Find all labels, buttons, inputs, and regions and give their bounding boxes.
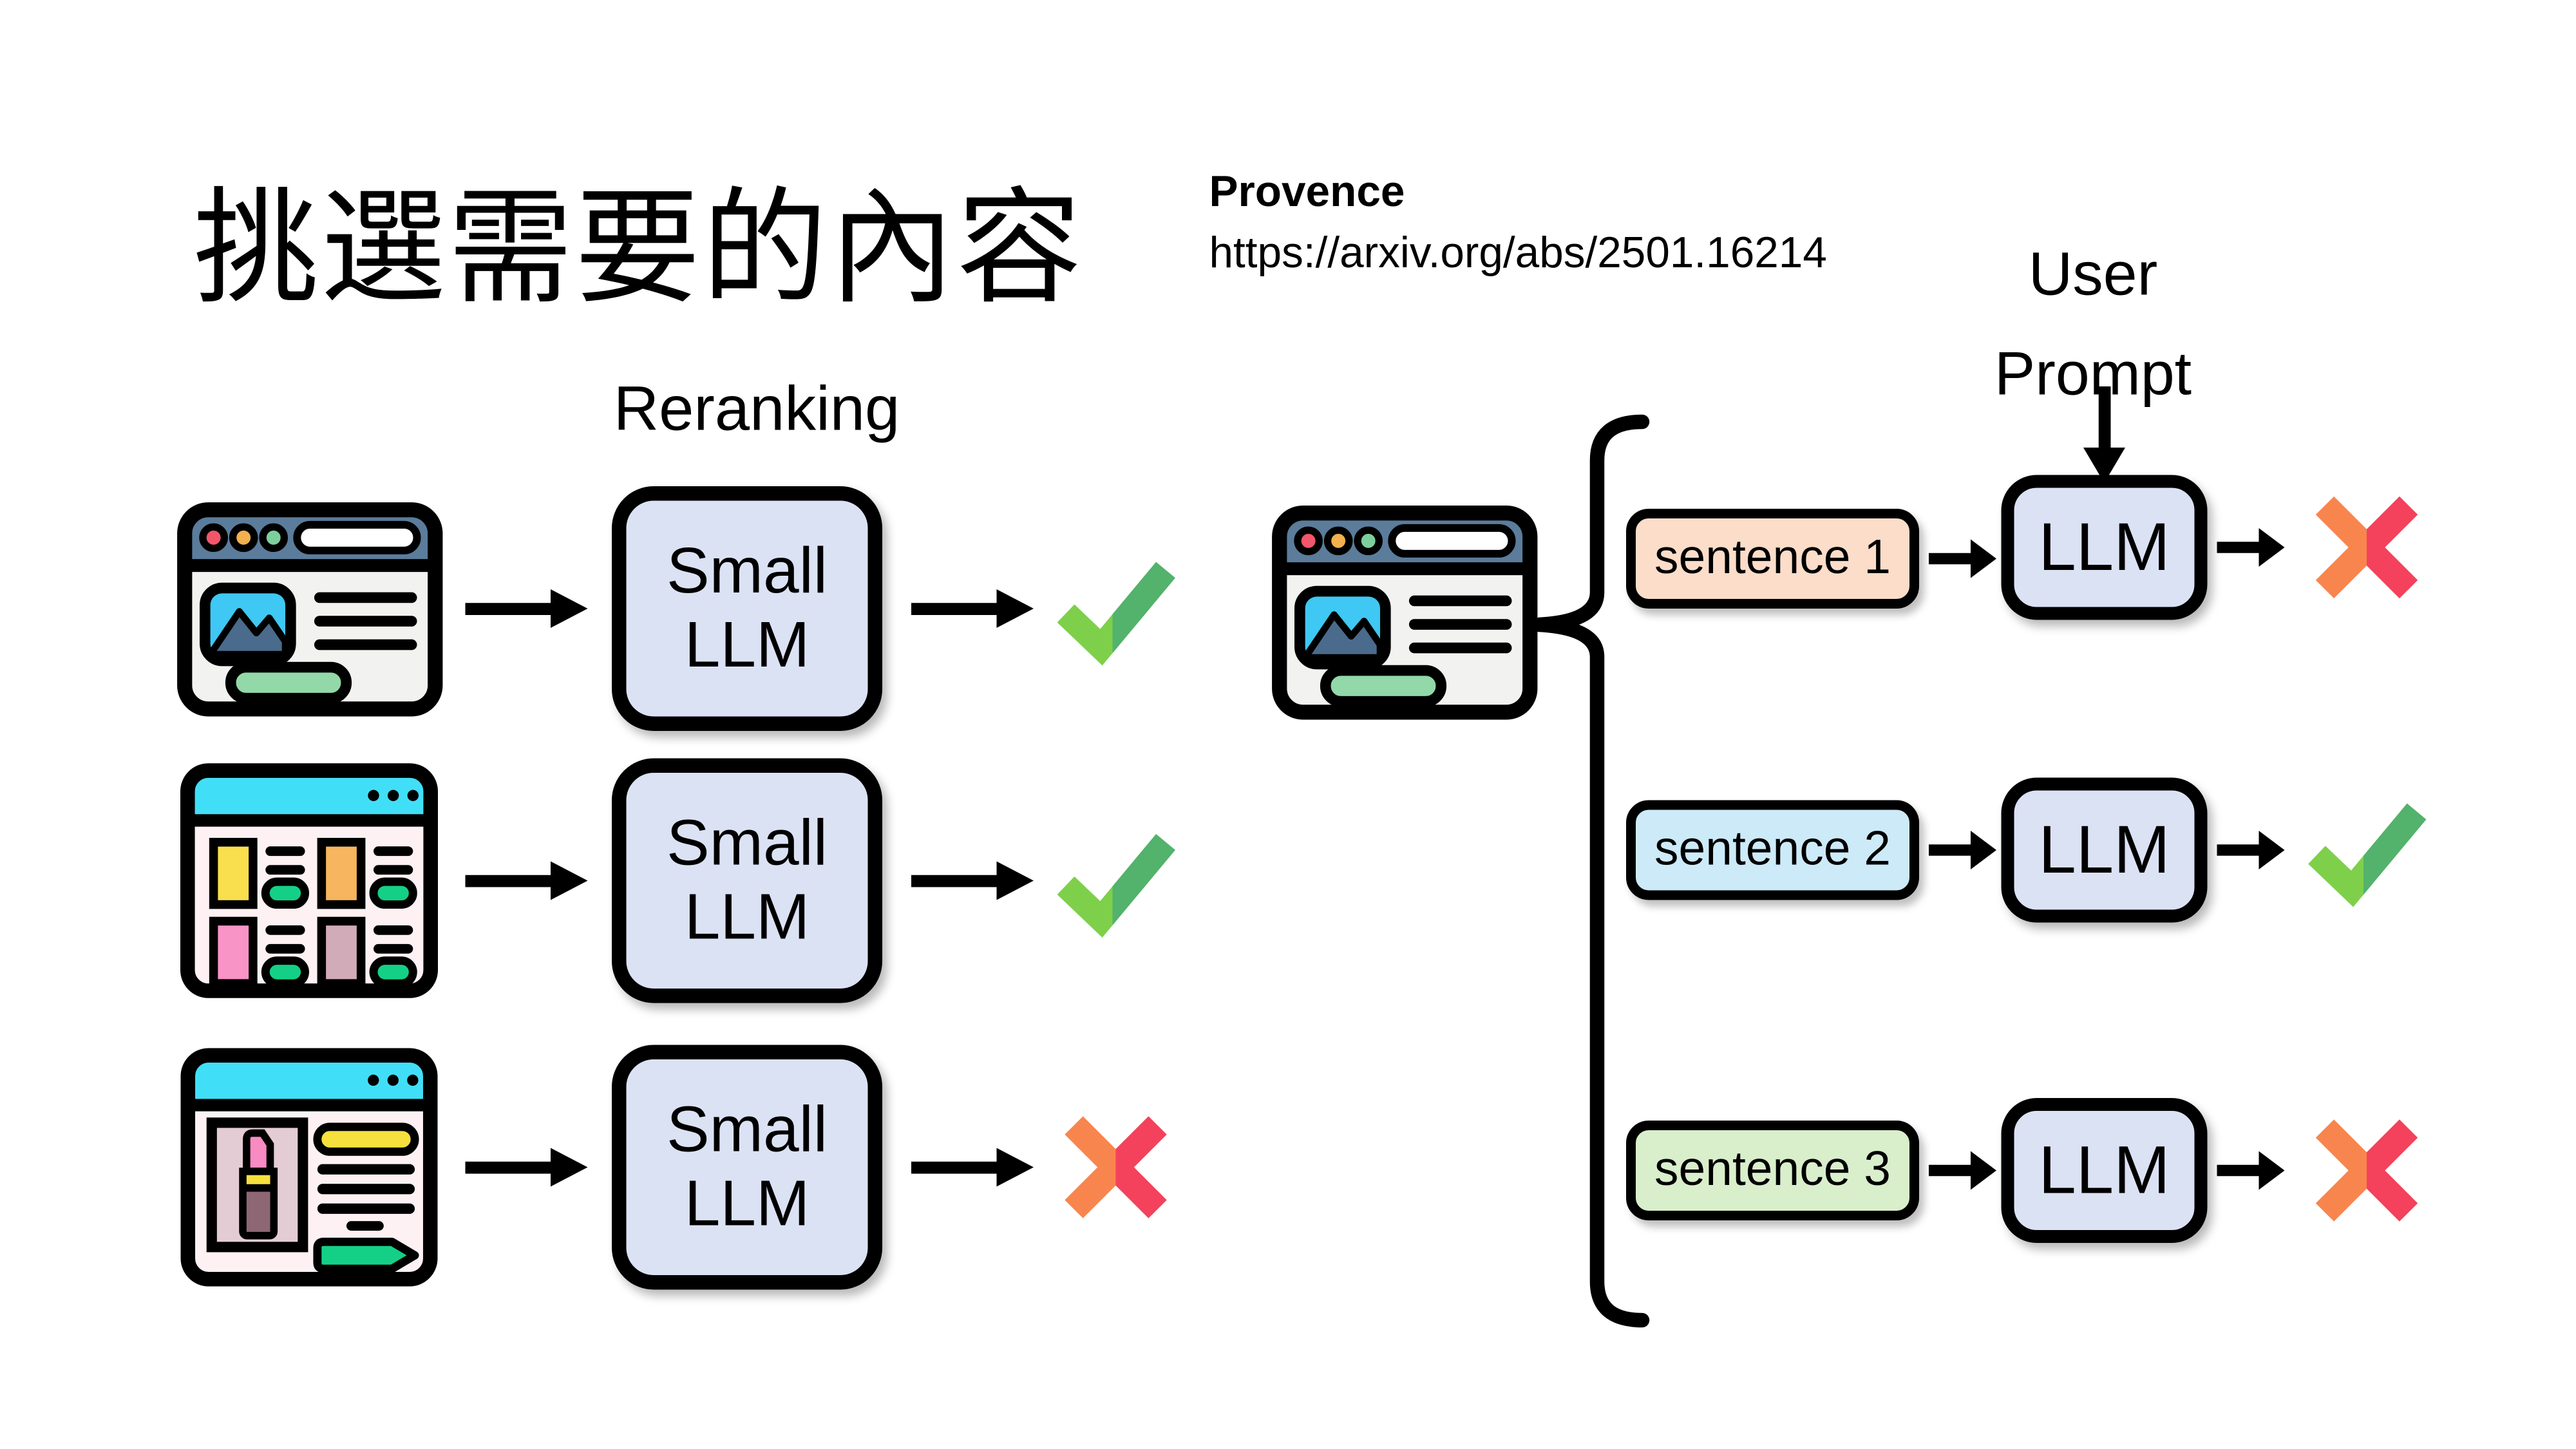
arrow-right-icon xyxy=(911,1148,1034,1187)
check-icon xyxy=(1057,834,1175,938)
curly-brace-icon xyxy=(1531,414,1650,1328)
shop-grid-webpage-icon xyxy=(180,763,438,998)
paper-reference: Provence https://arxiv.org/abs/2501.1621… xyxy=(1209,164,1827,280)
small-llm-box-2: Small LLM xyxy=(612,758,882,1003)
arrow-right-icon xyxy=(1929,539,1996,578)
cross-icon xyxy=(2315,496,2418,599)
llm-box-2: LLM xyxy=(2001,777,2208,923)
paper-name: Provence xyxy=(1209,167,1405,216)
llm-box-3: LLM xyxy=(2001,1098,2208,1243)
sentence-box-1: sentence 1 xyxy=(1626,509,1919,609)
product-page-webpage-icon xyxy=(180,1048,438,1287)
cross-icon xyxy=(1065,1116,1167,1218)
reranking-label: Reranking xyxy=(613,375,900,445)
news-webpage-icon xyxy=(1272,506,1538,720)
arrow-right-icon xyxy=(911,861,1034,900)
small-llm-box-1: Small LLM xyxy=(612,486,882,731)
arrow-right-icon xyxy=(465,1148,588,1187)
arrow-right-icon xyxy=(2217,831,2285,869)
cross-icon xyxy=(2315,1119,2418,1222)
arrow-right-icon xyxy=(1929,831,1996,869)
small-llm-box-3: Small LLM xyxy=(612,1045,882,1290)
llm-box-1: LLM xyxy=(2001,475,2208,620)
arrow-right-icon xyxy=(1929,1151,1996,1190)
page-title: 挑選需要的內容 xyxy=(193,177,1084,319)
arrow-right-icon xyxy=(465,861,588,900)
arrow-right-icon xyxy=(2217,528,2285,567)
arrow-right-icon xyxy=(911,589,1034,628)
check-icon xyxy=(1057,562,1175,666)
paper-url: https://arxiv.org/abs/2501.16214 xyxy=(1209,229,1827,277)
user-prompt-label: User Prompt xyxy=(1994,242,2192,409)
arrow-right-icon xyxy=(465,589,588,628)
news-webpage-icon xyxy=(177,502,443,717)
sentence-box-2: sentence 2 xyxy=(1626,800,1919,900)
arrow-right-icon xyxy=(2217,1151,2285,1190)
arrow-down-icon xyxy=(2083,386,2125,483)
check-icon xyxy=(2308,803,2427,907)
sentence-box-3: sentence 3 xyxy=(1626,1121,1919,1220)
